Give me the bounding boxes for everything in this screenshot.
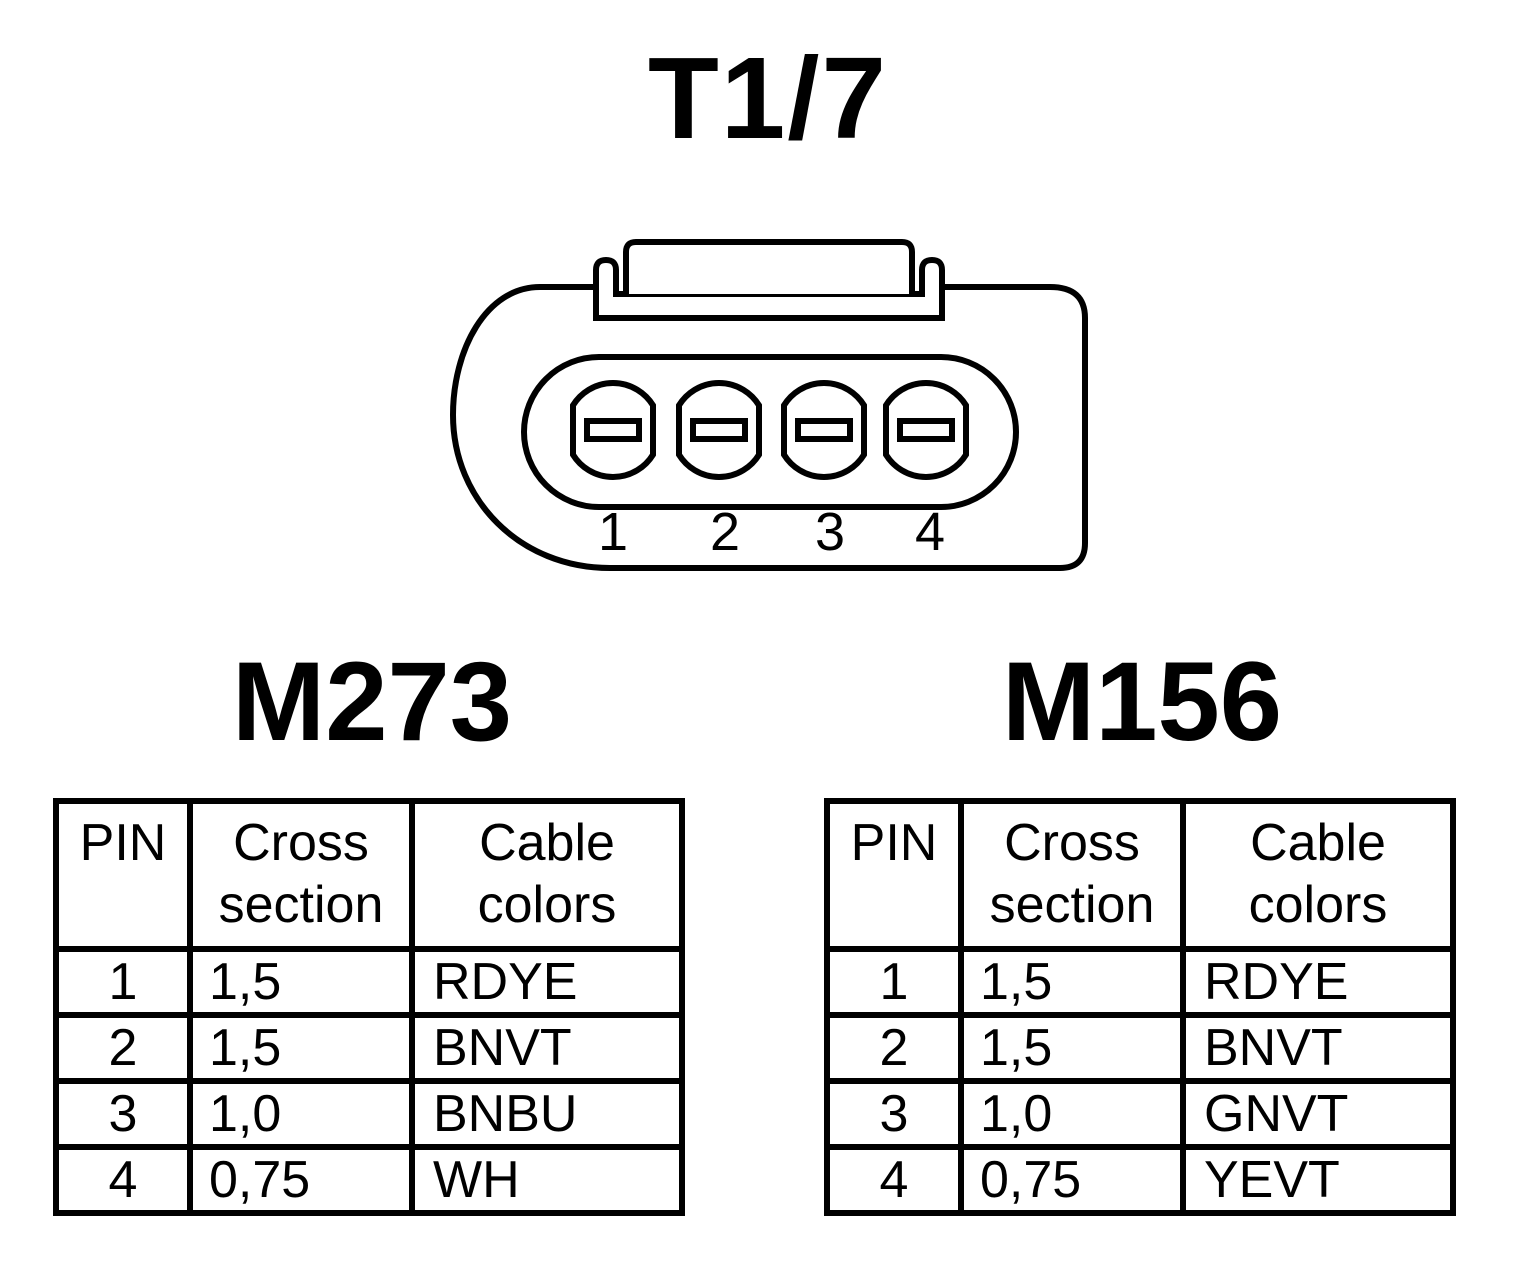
table-row: 4 0,75 YEVT xyxy=(824,1144,1456,1216)
connector-housing xyxy=(449,284,1088,571)
cell-cable-color: BNVT xyxy=(1180,1012,1456,1084)
header-color-line1: Cable xyxy=(479,814,615,872)
table-row: 3 1,0 BNBU xyxy=(53,1078,685,1150)
header-cross-line1: Cross xyxy=(1004,814,1140,872)
cell-cross-section: 1,5 xyxy=(958,1012,1186,1084)
connector-latch xyxy=(593,256,945,321)
table-row: 4 0,75 WH xyxy=(53,1144,685,1216)
pin-table-m156: PIN Cross section Cable colors 1 1,5 RDY… xyxy=(824,798,1456,1216)
cell-cross-section: 0,75 xyxy=(187,1144,415,1216)
table-row: 1 1,5 RDYE xyxy=(53,946,685,1018)
table-header-row: PIN Cross section Cable colors xyxy=(53,798,685,952)
pin-table-m273: PIN Cross section Cable colors 1 1,5 RDY… xyxy=(53,798,685,1216)
cell-pin: 2 xyxy=(53,1012,193,1084)
header-cross-line2: section xyxy=(989,876,1155,934)
table-row: 3 1,0 GNVT xyxy=(824,1078,1456,1150)
cell-pin: 1 xyxy=(824,946,964,1018)
cell-cross-section: 0,75 xyxy=(958,1144,1186,1216)
cell-cable-color: RDYE xyxy=(409,946,685,1018)
terminal-blade-2 xyxy=(690,418,748,442)
cell-pin: 3 xyxy=(824,1078,964,1150)
table-header-row: PIN Cross section Cable colors xyxy=(824,798,1456,952)
header-cross-line2: section xyxy=(218,876,384,934)
header-pin: PIN xyxy=(53,798,193,952)
header-cross-section: Cross section xyxy=(187,798,415,952)
header-color-line1: Cable xyxy=(1250,814,1386,872)
cell-cable-color: YEVT xyxy=(1180,1144,1456,1216)
cell-cross-section: 1,0 xyxy=(187,1078,415,1150)
cell-cross-section: 1,5 xyxy=(187,946,415,1018)
table-row: 2 1,5 BNVT xyxy=(53,1012,685,1084)
engine-title-m156: M156 xyxy=(1001,639,1283,764)
connector-drawing: 1 2 3 4 xyxy=(449,239,1088,571)
terminal-blade-1 xyxy=(584,418,642,442)
header-color-line2: colors xyxy=(477,876,617,934)
pin-number-3: 3 xyxy=(815,502,845,562)
pin-number-4: 4 xyxy=(915,502,945,562)
cell-pin: 1 xyxy=(53,946,193,1018)
header-cable-colors: Cable colors xyxy=(1180,798,1456,952)
pin-number-1: 1 xyxy=(598,502,628,562)
cell-cross-section: 1,5 xyxy=(187,1012,415,1084)
engine-title-m273: M273 xyxy=(231,639,513,764)
cell-pin: 2 xyxy=(824,1012,964,1084)
cell-cable-color: BNVT xyxy=(409,1012,685,1084)
header-cross-section: Cross section xyxy=(958,798,1186,952)
terminal-blade-3 xyxy=(795,418,853,442)
cell-cable-color: WH xyxy=(409,1144,685,1216)
cell-cross-section: 1,5 xyxy=(958,946,1186,1018)
header-cross-line1: Cross xyxy=(233,814,369,872)
table-row: 1 1,5 RDYE xyxy=(824,946,1456,1018)
header-color-line2: colors xyxy=(1248,876,1388,934)
connector-title: T1/7 xyxy=(647,33,889,163)
pin-number-2: 2 xyxy=(710,502,740,562)
cell-pin: 4 xyxy=(824,1144,964,1216)
cell-pin: 4 xyxy=(53,1144,193,1216)
header-pin: PIN xyxy=(824,798,964,952)
cell-cross-section: 1,0 xyxy=(958,1078,1186,1150)
cell-pin: 3 xyxy=(53,1078,193,1150)
cell-cable-color: GNVT xyxy=(1180,1078,1456,1150)
cell-cable-color: RDYE xyxy=(1180,946,1456,1018)
header-cable-colors: Cable colors xyxy=(409,798,685,952)
connector-latch-top xyxy=(623,239,915,294)
terminal-blade-4 xyxy=(897,418,955,442)
table-row: 2 1,5 BNVT xyxy=(824,1012,1456,1084)
cell-cable-color: BNBU xyxy=(409,1078,685,1150)
pin-cavity xyxy=(521,354,1019,510)
